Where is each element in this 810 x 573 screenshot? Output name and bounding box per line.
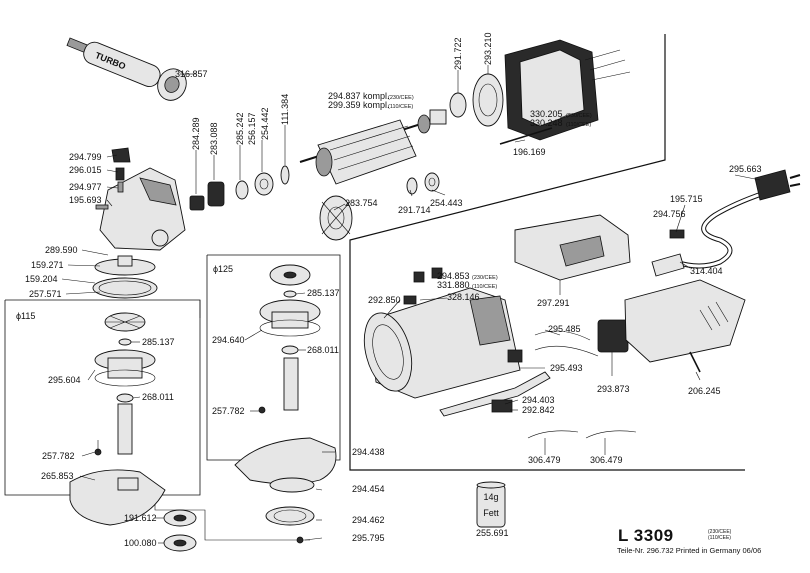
part-label-330205: 330.205 [530,109,563,119]
part-label-256157: 256.157 [247,112,257,145]
flange-nuts [163,509,197,552]
variant-tag-330205: (230/CEE) [566,113,592,119]
model-title-block: L 3309 (230/CEE) (110/CEE) [618,526,731,546]
variant-tag-299359: (110/CEE) [388,104,413,110]
variant-tag-331880: (110/CEE) [472,284,497,290]
part-label-294462: 294.462 [352,515,385,525]
section-label-phi125: ϕ125 [213,264,233,274]
field-coil [449,39,631,145]
part-label-257782-115: 257.782 [42,451,75,461]
part-label-159271: 159.271 [31,260,64,270]
part-label-296015: 296.015 [69,165,102,175]
part-label-291722: 291.722 [453,37,463,70]
model-variants: (230/CEE) (110/CEE) [708,529,748,541]
spindle-assembly-115 [94,312,156,456]
frame-lines [4,34,745,541]
part-label-289590: 289.590 [45,245,78,255]
leader-lines [61,65,761,544]
handle-shell [624,279,746,373]
part-label-268011-115: 268.011 [142,392,174,402]
part-label-306479-b: 306.479 [590,455,623,465]
part-label-191612: 191.612 [124,513,157,523]
part-label-295485: 295.485 [548,324,581,334]
part-label-265853: 265.853 [41,471,74,481]
part-label-292842: 292.842 [522,405,555,415]
part-label-196169: 196.169 [513,147,546,157]
part-label-295493: 295.493 [550,363,583,373]
part-label-330248: 330.248 [530,118,563,128]
motor-housing [363,267,521,399]
variant-tag-294853: (230/CEE) [472,275,498,281]
part-label-306479-a: 306.479 [528,455,561,465]
part-label-257571: 257.571 [29,289,62,299]
part-label-294853: 294.853 [437,271,470,281]
gear-train [189,165,290,211]
part-label-206245: 206.245 [688,386,721,396]
section-label-phi115: ϕ115 [16,311,35,321]
part-label-297291: 297.291 [537,298,570,308]
part-label-294756: 294.756 [653,209,686,219]
armature [299,109,447,185]
part-label-299359: 299.359 kompl. [328,100,390,110]
part-label-331880: 331.880 [437,280,470,290]
part-label-257782-125: 257.782 [212,406,245,416]
part-label-294640: 294.640 [212,335,245,345]
part-label-268011-125: 268.011 [307,345,339,355]
footer-part-number: Teile-Nr. 296.732 Printed in Germany 06/… [617,546,762,555]
part-label-100080: 100.080 [124,538,157,548]
part-label-316857: 316.857 [175,69,208,79]
part-label-291714: 291.714 [398,205,431,215]
part-label-294837: 294.837 kompl. [328,91,390,101]
part-label-294977: 294.977 [69,182,102,192]
spindle-assembly-125 [258,264,321,414]
spindle-plate-upper [92,255,158,299]
grease-amount: 14g [483,492,498,502]
part-label-295795: 295.795 [352,533,385,543]
variant-tag-294837: (230/CEE) [388,95,414,101]
part-label-283754: 283.754 [345,198,378,208]
part-label-293873: 293.873 [597,384,630,394]
part-label-255691: 255.691 [476,528,509,538]
model-variant-230: (230/CEE) [708,529,732,535]
guard-125 [234,437,337,544]
gear-head-housing [95,147,186,251]
grease-label: Fett [483,508,499,518]
part-label-295604: 295.604 [48,375,81,385]
part-label-292850: 292.850 [368,295,401,305]
part-label-295663: 295.663 [729,164,762,174]
model-variant-110: (110/CEE) [708,535,731,541]
part-label-294403: 294.403 [522,395,555,405]
part-label-328146: 328.146 [447,292,480,302]
guard-115 [69,469,166,526]
part-label-283088: 283.088 [209,122,219,155]
model-title: L 3309 [618,526,674,545]
grease-tube: 14g Fett [476,481,506,528]
side-handle: TURBO [66,37,187,101]
part-label-285242: 285.242 [235,112,245,145]
part-label-254443: 254.443 [430,198,463,208]
part-label-293210: 293.210 [483,32,493,65]
variant-tag-330248: (110/CEE) [566,122,591,128]
part-label-195693: 195.693 [69,195,102,205]
fan-wheel [319,195,353,241]
part-label-159204: 159.204 [25,274,58,284]
part-label-254442: 254.442 [260,107,270,140]
part-label-111384: 111.384 [280,94,290,125]
part-label-195715: 195.715 [670,194,703,204]
switch-parts [439,319,637,439]
small-bearings [406,172,440,195]
part-label-284289: 284.289 [191,117,201,150]
part-label-294438: 294.438 [352,447,385,457]
part-label-285137-125: 285.137 [307,288,340,298]
part-label-294799: 294.799 [69,152,102,162]
part-label-294454: 294.454 [352,484,385,494]
part-labels: 316.857 294.799 296.015 294.977 195.693 … [16,32,762,548]
power-cable [651,169,801,277]
rear-cover [514,214,631,281]
part-label-314404: 314.404 [690,266,723,276]
part-label-285137-115: 285.137 [142,337,175,347]
